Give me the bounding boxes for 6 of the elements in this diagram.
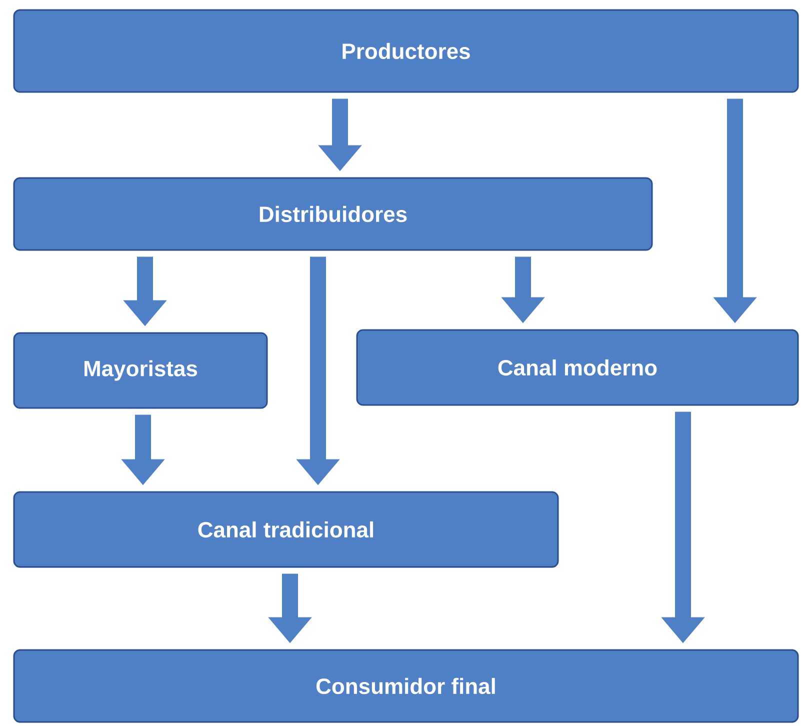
process-box: Productores xyxy=(13,9,799,93)
process-box: Canal moderno xyxy=(356,329,799,406)
process-box: Mayoristas xyxy=(13,332,268,409)
process-box: Canal tradicional xyxy=(13,491,559,568)
process-box: Distribuidores xyxy=(13,177,653,251)
process-box: Consumidor final xyxy=(13,649,799,723)
